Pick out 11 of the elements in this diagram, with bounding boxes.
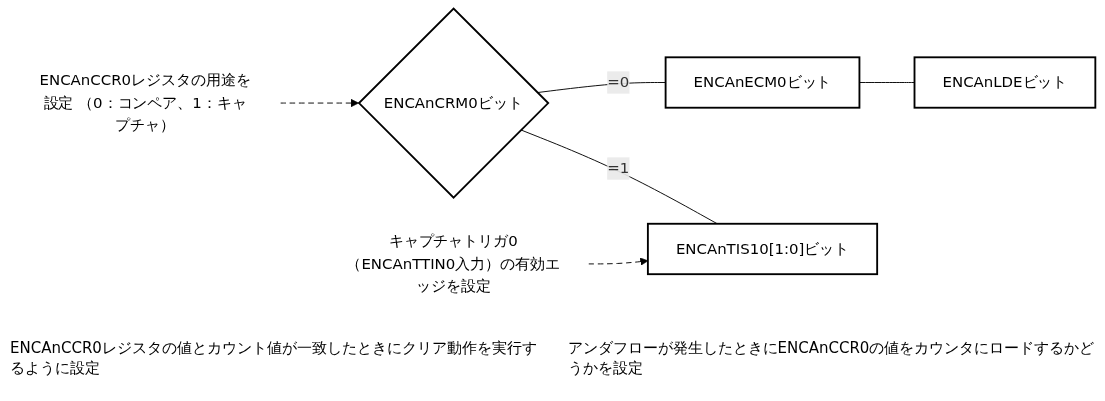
- note-text: ENCAnCCR0レジスタの値とカウント値が一致したときにクリア動作を実行するように設定: [10, 337, 538, 379]
- edge-label: =0: [607, 73, 630, 91]
- node-text: ENCAnCCR0レジスタの用途を設定 （0：コンペア、1：キャプチャ）: [39, 71, 251, 134]
- node-diamond: ENCAnCRM0ビット: [357, 7, 550, 199]
- note-text: アンダフローが発生したときにENCAnCCR0の値をカウンタにロードするかどうかを設定: [567, 337, 1095, 379]
- node-text: キャプチャトリガ0（ENCAnTTIN0入力）の有効エッジを設定: [346, 232, 560, 295]
- edge-label: =1: [607, 159, 630, 177]
- node-box: ENCAnLDEビット: [913, 56, 1097, 109]
- connector: [520, 129, 718, 225]
- node-box: ENCAnTIS10[1:0]ビット: [646, 222, 879, 276]
- node-box: ENCAnECM0ビット: [664, 56, 861, 109]
